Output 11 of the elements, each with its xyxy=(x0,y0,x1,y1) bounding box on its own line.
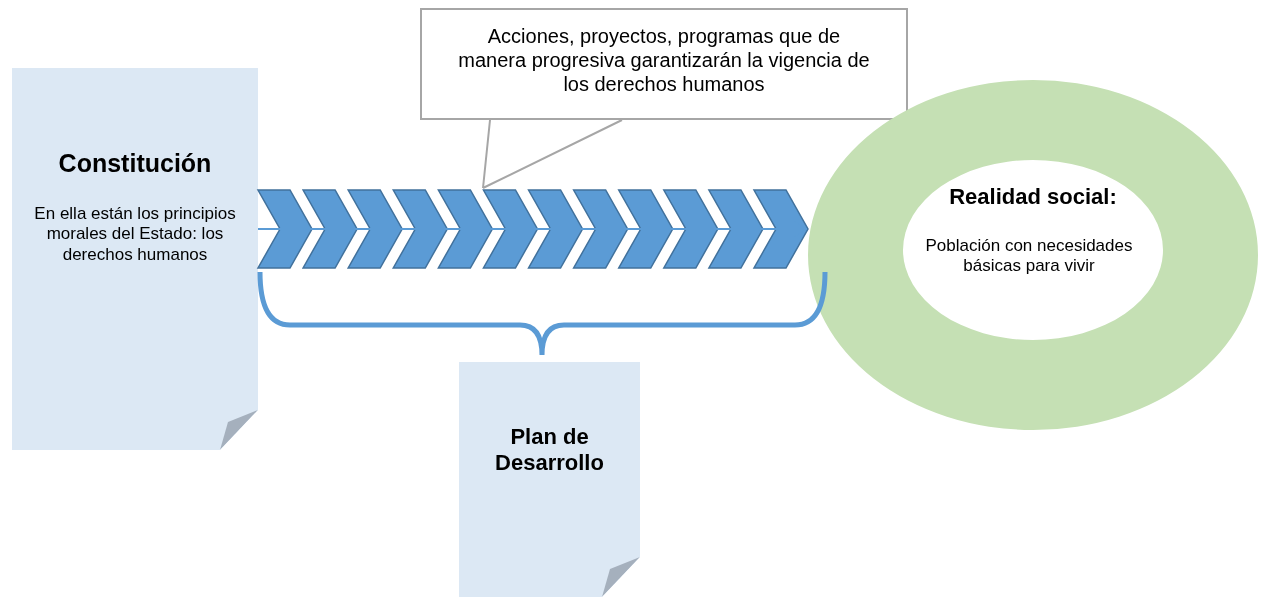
callout-pointer xyxy=(482,119,623,189)
callout-text: Acciones, proyectos, programas que de manera progresiva garantizarán la vigencia de los derechos humanos xyxy=(457,24,871,96)
document-shape xyxy=(12,68,258,450)
ring-shape xyxy=(808,80,1258,430)
node-title: Constitución xyxy=(57,148,213,178)
document-shape xyxy=(459,362,640,597)
node-title: Plan de Desarrollo xyxy=(494,424,605,477)
node-title: Realidad social: xyxy=(948,184,1118,211)
node-text: En ella están los principios morales del Estado: los derechos humanos xyxy=(33,204,237,266)
callout-box xyxy=(420,8,908,120)
node-text: Población con necesidades básicas para vivir xyxy=(924,236,1134,277)
